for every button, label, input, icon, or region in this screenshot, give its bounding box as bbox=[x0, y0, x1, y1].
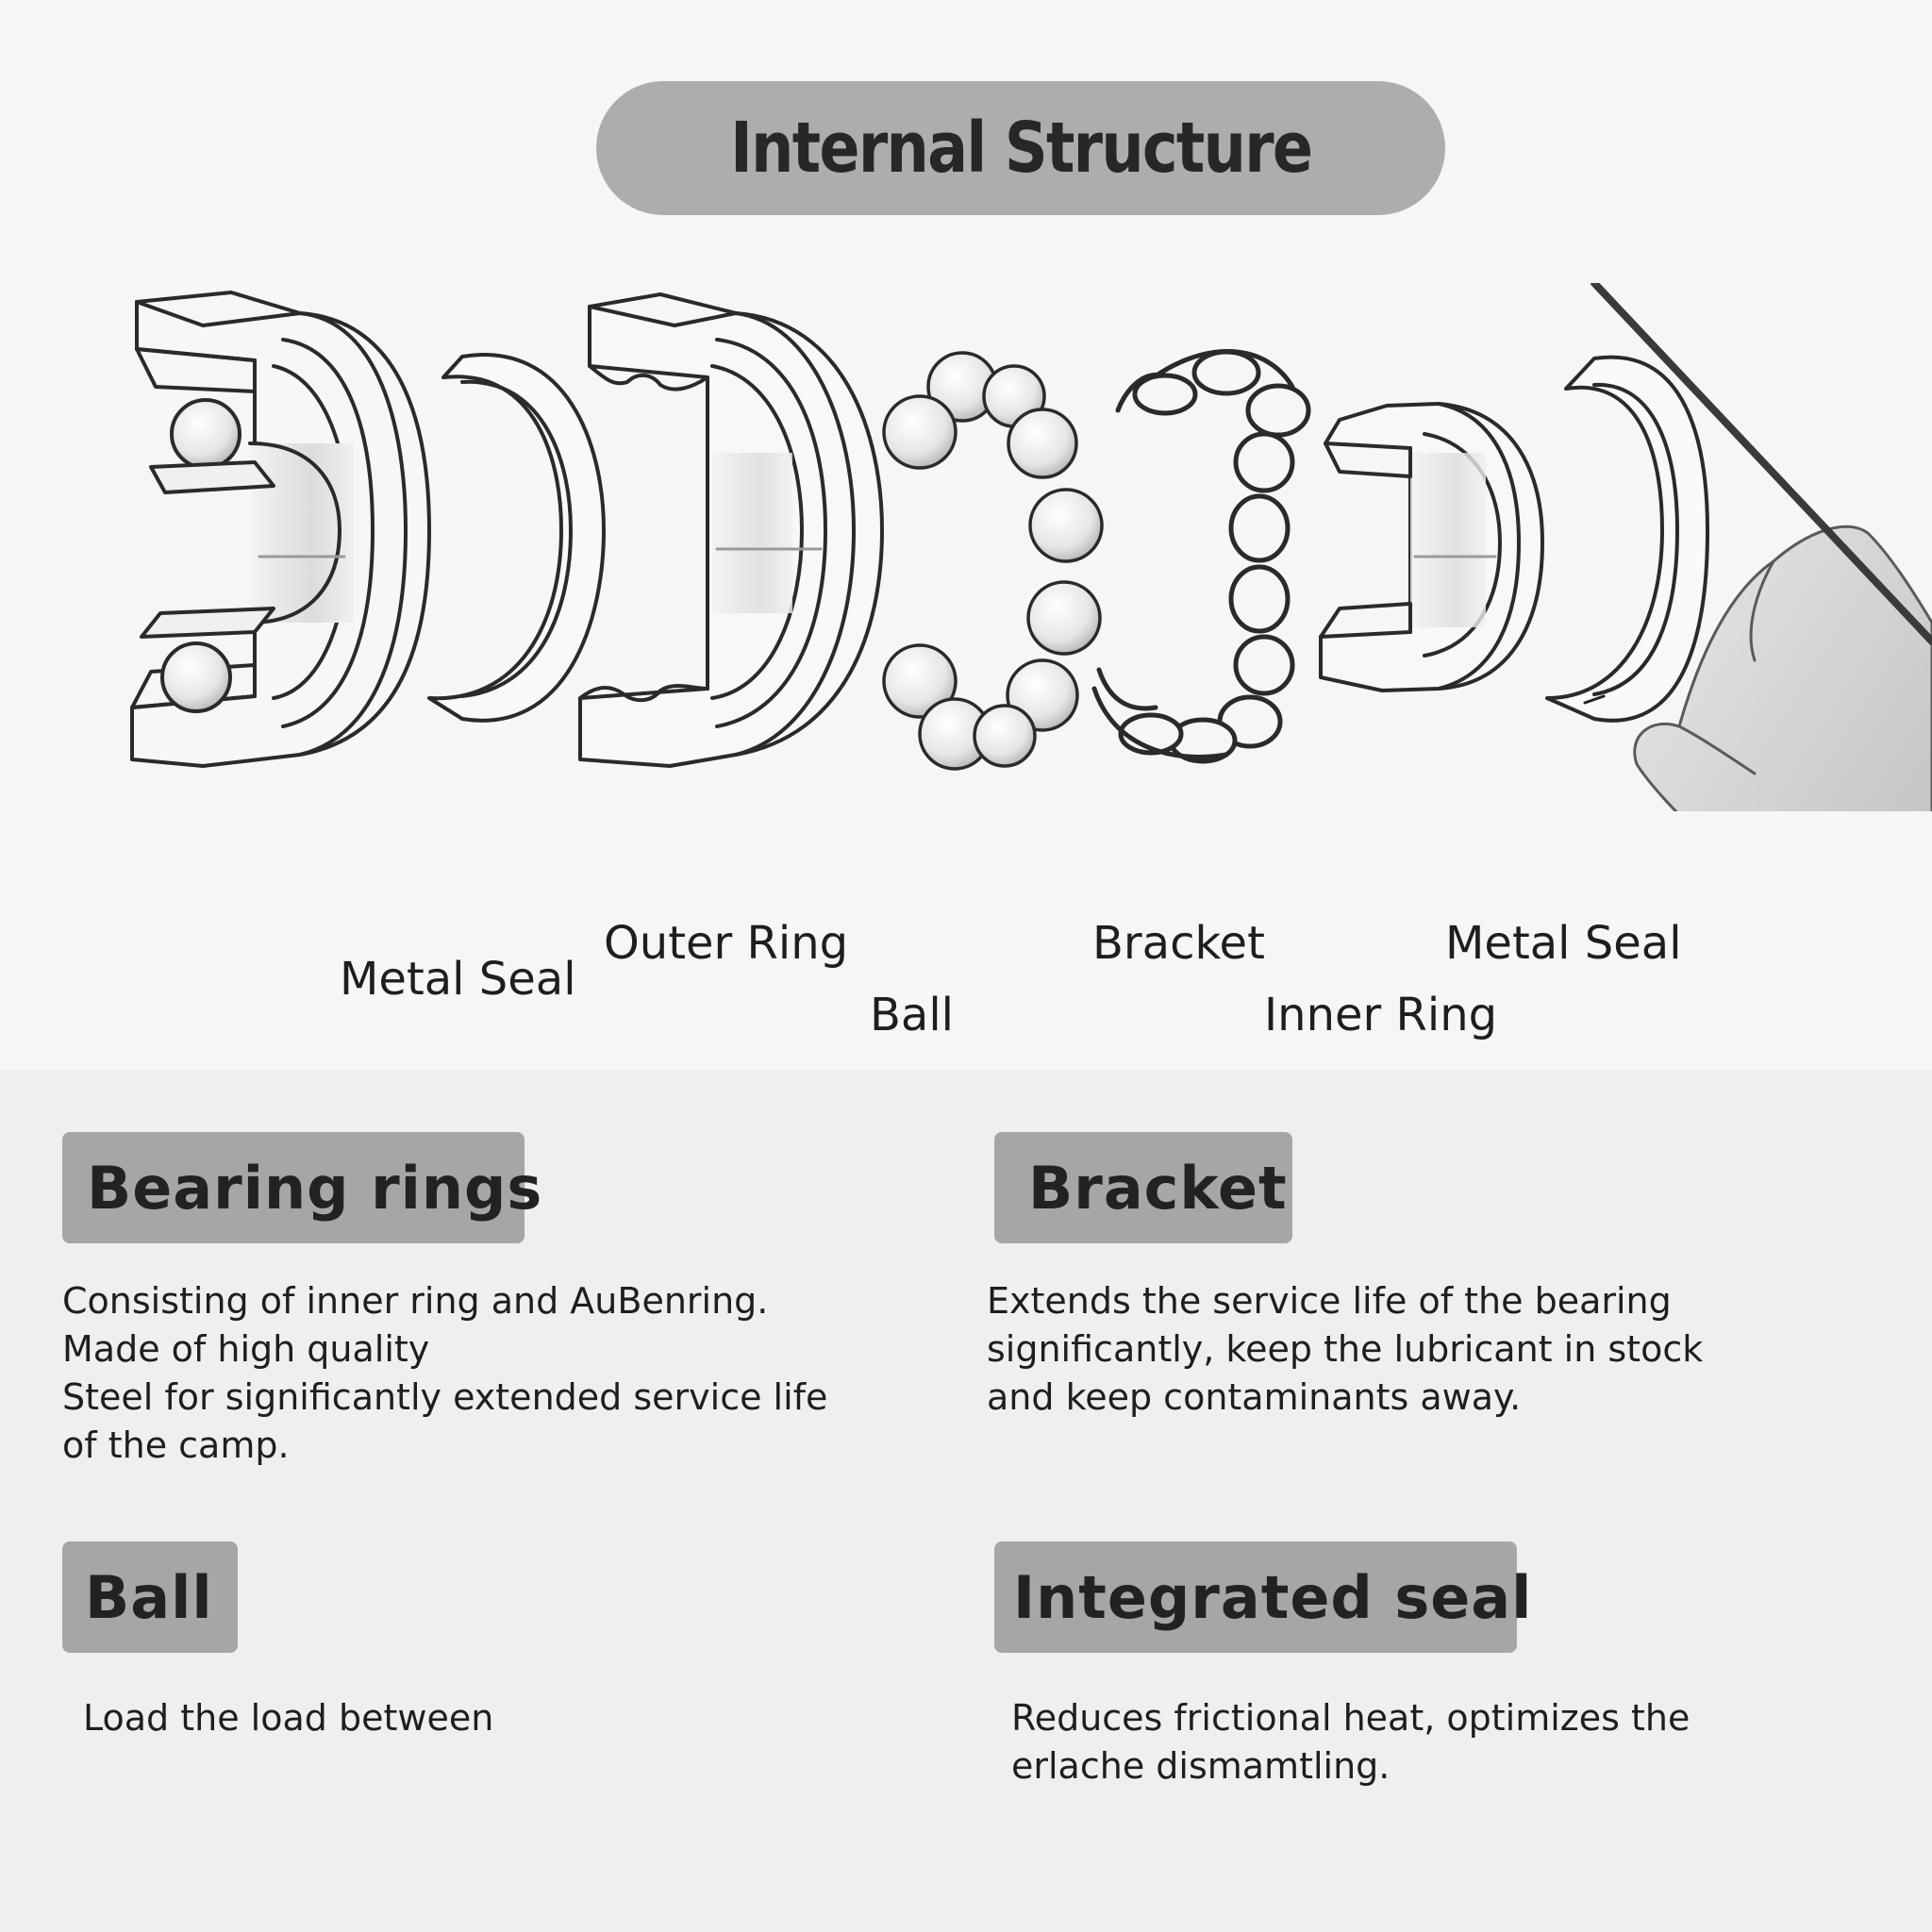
exploded-bearing-diagram bbox=[130, 283, 1932, 811]
title-pill: Internal Structure bbox=[596, 81, 1445, 215]
inner-ring-part bbox=[1319, 402, 1544, 692]
page-title: Internal Structure bbox=[729, 108, 1313, 189]
heading-bearing-rings: Bearing rings bbox=[62, 1132, 541, 1243]
heading-bracket: Bracket bbox=[994, 1132, 1292, 1243]
heading-bracket-text: Bracket bbox=[1028, 1153, 1288, 1223]
ball-in-bearing-bottom bbox=[160, 641, 232, 713]
label-metal-seal-left: Metal Seal bbox=[340, 953, 576, 1006]
bracket-cage bbox=[1091, 349, 1311, 764]
ball-4 bbox=[1007, 408, 1078, 479]
ball-set bbox=[882, 351, 1104, 771]
desc-bearing-rings: Consisting of inner ring and AuBenring. … bbox=[62, 1280, 828, 1466]
desc-ball: Load the load between bbox=[83, 1697, 494, 1739]
label-bracket: Bracket bbox=[1092, 917, 1265, 970]
outer-ring-part bbox=[578, 292, 884, 768]
label-ball: Ball bbox=[870, 989, 955, 1041]
metal-seal-left bbox=[427, 353, 606, 723]
desc-integrated-seal: Reduces frictional heat, optimizes the e… bbox=[1011, 1697, 1690, 1787]
ball-5 bbox=[1028, 488, 1104, 563]
ball-3 bbox=[882, 394, 958, 470]
heading-bearing-rings-text: Bearing rings bbox=[87, 1153, 543, 1223]
metal-seal-right bbox=[1545, 355, 1709, 723]
heading-ball-text: Ball bbox=[85, 1562, 213, 1632]
ball-7 bbox=[882, 643, 958, 719]
ball-6 bbox=[1026, 580, 1102, 656]
heading-integrated-seal: Integrated seal bbox=[994, 1541, 1531, 1653]
heading-ball: Ball bbox=[62, 1541, 238, 1653]
label-metal-seal-right: Metal Seal bbox=[1445, 917, 1682, 970]
hand-drawing-illustration bbox=[1583, 283, 1932, 811]
desc-bracket: Extends the service life of the bearing … bbox=[987, 1280, 1704, 1418]
ball-10 bbox=[973, 704, 1037, 768]
label-inner-ring: Inner Ring bbox=[1264, 989, 1498, 1041]
label-outer-ring: Outer Ring bbox=[604, 917, 849, 970]
ball-in-bearing-top bbox=[170, 398, 242, 470]
assembled-bearing bbox=[130, 291, 431, 768]
heading-integrated-seal-text: Integrated seal bbox=[1013, 1562, 1533, 1632]
